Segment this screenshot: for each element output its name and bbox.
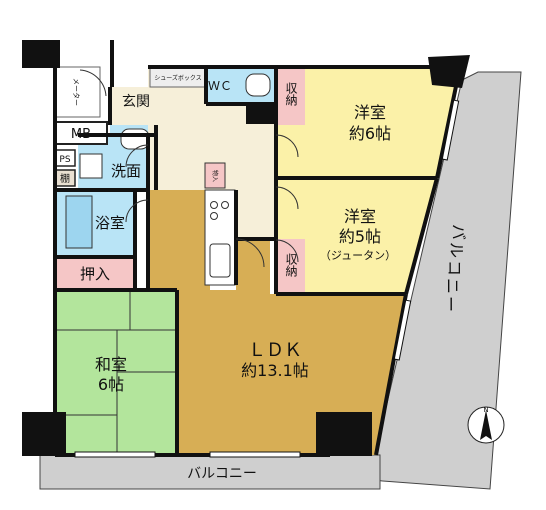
shoe-box-label: シューズボックス bbox=[154, 74, 202, 82]
toilet-label: ＷＣ bbox=[208, 79, 232, 93]
right-balcony-label: バ ル コ ニ ー bbox=[441, 224, 468, 312]
bottom-balcony bbox=[39, 454, 381, 490]
entrance-label: 玄関 bbox=[122, 93, 150, 110]
closet-2-area bbox=[278, 239, 305, 294]
ps-label: PS bbox=[59, 155, 70, 165]
small-storage bbox=[204, 162, 226, 189]
svg-text:ニ: ニ bbox=[443, 278, 462, 294]
bathroom-label: 浴室 bbox=[95, 214, 125, 232]
western-room-5-area bbox=[276, 178, 437, 294]
ldk-size: 約13.1帖 bbox=[241, 361, 309, 380]
oshiire-label: 押入 bbox=[80, 265, 110, 283]
compass-north-label: N bbox=[483, 406, 488, 414]
mb-label: MB bbox=[71, 127, 91, 142]
compass-icon: N bbox=[467, 406, 505, 444]
closet-2-char-1: 収納 bbox=[284, 253, 298, 277]
japanese-room-size: 6帖 bbox=[98, 375, 124, 394]
washroom-label: 洗面 bbox=[111, 162, 141, 180]
western-room-5-size: 約5帖 bbox=[339, 227, 381, 246]
western-room-6-area bbox=[276, 67, 460, 178]
genkan-area bbox=[112, 87, 152, 125]
western-room-6-size: 約6帖 bbox=[349, 124, 391, 143]
japanese-room-name: 和室 bbox=[95, 355, 127, 374]
western-room-5-note: （ジュータン） bbox=[320, 249, 396, 262]
closet-1-area bbox=[278, 67, 305, 125]
toilet-fixture bbox=[245, 73, 271, 97]
pillars bbox=[22, 40, 470, 456]
svg-text:ー: ー bbox=[441, 296, 460, 312]
svg-text:ル: ル bbox=[447, 242, 466, 258]
washing-machine bbox=[79, 153, 103, 179]
closet-1-char-1: 収納 bbox=[284, 82, 298, 106]
svg-text:コ: コ bbox=[445, 260, 464, 276]
small-storage-label: 物入 bbox=[211, 170, 219, 182]
doors bbox=[79, 69, 299, 268]
sink bbox=[120, 128, 150, 150]
western-room-6-name: 洋室 bbox=[354, 103, 386, 122]
oshiire-area bbox=[55, 257, 135, 290]
svg-text:バ: バ bbox=[449, 224, 468, 240]
shelf-label: 棚 bbox=[60, 172, 70, 185]
ldk-area bbox=[148, 190, 406, 455]
windows bbox=[74, 99, 460, 458]
bottom-balcony-label: バルコニー bbox=[187, 466, 257, 482]
western-room-5-name: 洋室 bbox=[344, 207, 376, 226]
hall-corridor bbox=[236, 125, 276, 239]
bathtub bbox=[65, 195, 93, 249]
meter-label: メーター bbox=[72, 78, 81, 106]
ldk-name: ＬＤＫ bbox=[248, 340, 302, 361]
